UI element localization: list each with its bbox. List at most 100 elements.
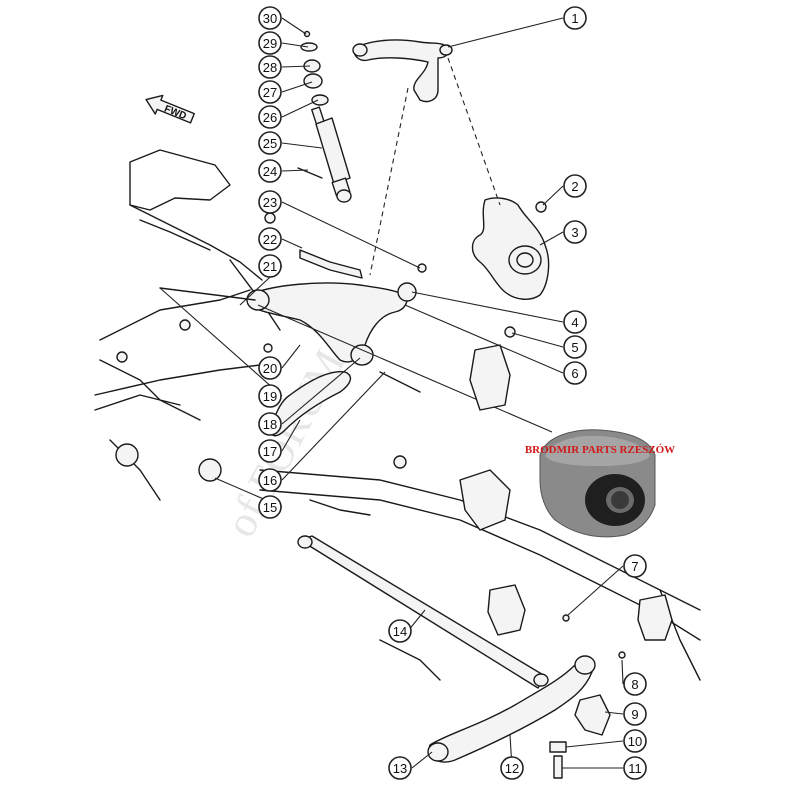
callout-label: 4 <box>571 315 578 330</box>
callout-circle <box>258 159 282 183</box>
callout-circle <box>258 80 282 104</box>
track-bar-rod <box>257 304 553 433</box>
upper-control-arm <box>352 39 453 103</box>
sway-bar <box>297 535 549 689</box>
callout-11: 11 <box>623 756 647 780</box>
callout-3: 3 <box>563 220 587 244</box>
callout-circle <box>258 31 282 55</box>
callout-label: 22 <box>263 232 277 247</box>
callout-label: 30 <box>263 11 277 26</box>
callout-13: 13 <box>388 756 412 780</box>
callout-label: 11 <box>628 761 642 776</box>
callout-2: 2 <box>563 174 587 198</box>
callout-30: 30 <box>258 6 282 30</box>
callout-5: 5 <box>563 335 587 359</box>
callout-circle <box>623 756 647 780</box>
callout-label: 20 <box>263 361 277 376</box>
bracket <box>574 694 611 736</box>
photo-brand-label: BRODMIR PARTS RZESZÓW <box>525 444 675 456</box>
callout-circle <box>258 131 282 155</box>
callout-label: 25 <box>263 136 277 151</box>
callout-circle <box>623 702 647 726</box>
callout-label: 5 <box>571 340 578 355</box>
leader-lines <box>159 17 624 769</box>
callout-label: 9 <box>631 707 638 722</box>
callout-14: 14 <box>388 619 412 643</box>
shock-absorber-stack <box>297 30 352 203</box>
callout-16: 16 <box>258 468 282 492</box>
callout-6: 6 <box>563 361 587 385</box>
callout-12: 12 <box>500 756 524 780</box>
callout-22: 22 <box>258 227 282 251</box>
hardware <box>115 201 626 779</box>
callout-circle <box>563 310 587 334</box>
callout-label: 29 <box>263 36 277 51</box>
callout-label: 13 <box>393 761 407 776</box>
callout-circle <box>258 105 282 129</box>
callout-1: 1 <box>563 6 587 30</box>
callout-label: 10 <box>628 734 642 749</box>
callout-24: 24 <box>258 159 282 183</box>
frame-rail <box>94 149 281 501</box>
callout-label: 7 <box>631 559 638 574</box>
callout-23: 23 <box>258 190 282 214</box>
callout-circle <box>388 619 412 643</box>
fwd-arrow: FWD <box>145 94 195 124</box>
steering-knuckle <box>471 197 550 300</box>
callout-label: 27 <box>263 85 277 100</box>
callout-circle <box>258 254 282 278</box>
callout-10: 10 <box>623 729 647 753</box>
callout-label: 26 <box>263 110 277 125</box>
callout-label: 19 <box>263 389 277 404</box>
callout-circle <box>563 335 587 359</box>
callout-17: 17 <box>258 439 282 463</box>
axle-housing <box>94 344 701 681</box>
callout-7: 7 <box>623 554 647 578</box>
callout-circle <box>258 412 282 436</box>
callout-circle <box>563 220 587 244</box>
callout-circle <box>258 190 282 214</box>
callout-circle <box>388 756 412 780</box>
callout-label: 6 <box>571 366 578 381</box>
fwd-arrow-shape <box>145 94 195 124</box>
rear-lower-arm <box>427 655 596 763</box>
callout-circle <box>258 468 282 492</box>
lower-control-arm <box>246 282 417 366</box>
callout-label: 3 <box>571 225 578 240</box>
callout-19: 19 <box>258 384 282 408</box>
callout-circle <box>258 6 282 30</box>
bushing-photo: BRODMIR PARTS RZESZÓW <box>525 429 675 538</box>
callout-group: 1234567891011121314151617181920212223242… <box>258 6 647 780</box>
callout-circle <box>258 55 282 79</box>
callout-15: 15 <box>258 495 282 519</box>
callout-8: 8 <box>623 672 647 696</box>
callout-circle <box>258 495 282 519</box>
callout-4: 4 <box>563 310 587 334</box>
callout-20: 20 <box>258 356 282 380</box>
callout-circle <box>623 729 647 753</box>
callout-label: 21 <box>263 259 277 274</box>
callout-label: 28 <box>263 60 277 75</box>
callout-label: 17 <box>263 444 277 459</box>
callout-label: 18 <box>263 417 277 432</box>
callout-circle <box>258 439 282 463</box>
callout-circle <box>563 174 587 198</box>
callout-21: 21 <box>258 254 282 278</box>
callout-circle <box>258 227 282 251</box>
callout-circle <box>563 6 587 30</box>
callout-circle <box>623 672 647 696</box>
callout-26: 26 <box>258 105 282 129</box>
callout-label: 16 <box>263 473 277 488</box>
callout-25: 25 <box>258 131 282 155</box>
callout-28: 28 <box>258 55 282 79</box>
callout-27: 27 <box>258 80 282 104</box>
callout-label: 15 <box>263 500 277 515</box>
fwd-label: FWD <box>163 104 188 123</box>
callout-circle <box>258 356 282 380</box>
callout-18: 18 <box>258 412 282 436</box>
callout-9: 9 <box>623 702 647 726</box>
callout-circle <box>563 361 587 385</box>
callout-label: 23 <box>263 195 277 210</box>
callout-circle <box>500 756 524 780</box>
